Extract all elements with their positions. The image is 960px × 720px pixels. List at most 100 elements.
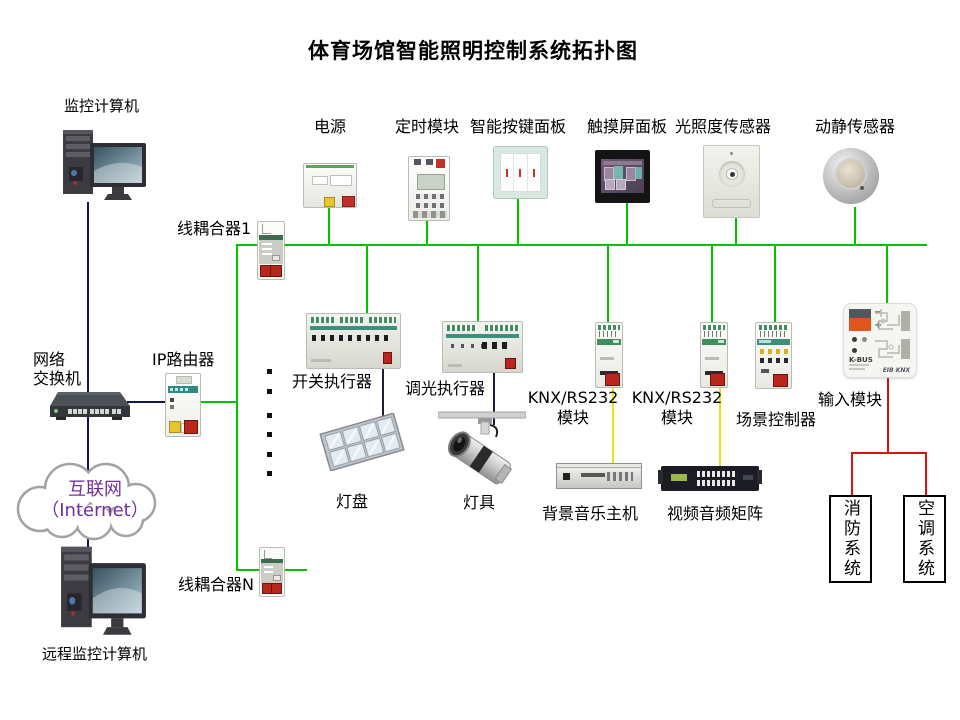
serial-line-avmatrix xyxy=(719,387,721,468)
alarm-line-input-down xyxy=(887,378,889,453)
riser-button-panel xyxy=(517,198,519,246)
label-knx2-line1: KNX/RS232 xyxy=(631,388,723,407)
line-switchact-to-lightpanel xyxy=(382,368,384,428)
router-tab xyxy=(176,376,192,384)
scene-controller-device xyxy=(755,322,792,389)
riser-motion-sensor xyxy=(854,207,856,246)
terminal-block xyxy=(369,317,396,323)
alarm-line-fire xyxy=(851,452,853,495)
router-stripe xyxy=(168,386,198,393)
coupler-red-connector xyxy=(270,265,282,277)
dimmer-detail xyxy=(451,344,491,348)
ellipsis-dot xyxy=(267,389,272,394)
label-knx1-line1: KNX/RS232 xyxy=(527,388,619,407)
motion-lens xyxy=(837,160,865,188)
drop-dimmer-actuator xyxy=(477,246,479,322)
scene-yellow-leds xyxy=(760,349,788,354)
label-network-switch-line1: 网络 xyxy=(33,350,66,369)
drop-scene-controller xyxy=(774,246,776,323)
light-fixture-image xyxy=(438,411,526,485)
matrix-button-row xyxy=(697,471,737,477)
power-red-terminal xyxy=(342,196,355,207)
remote-pc-image xyxy=(61,546,146,635)
button-panel-device xyxy=(493,146,548,199)
monitor-pc-image xyxy=(63,130,146,200)
timer-buttons-row xyxy=(416,194,444,199)
serial-line-bgm xyxy=(612,387,614,465)
label-knx2-line2: 模块 xyxy=(660,408,693,427)
sensor-slot xyxy=(712,199,751,208)
input-orange-connector xyxy=(849,318,871,331)
rocker-button xyxy=(528,154,540,191)
module-stripe xyxy=(757,339,790,345)
internet-label-en: （Internet） xyxy=(41,500,149,521)
terminal-block xyxy=(485,325,519,331)
alarm-line-split xyxy=(851,452,927,454)
input-kbus-text: K-BUS xyxy=(849,356,873,364)
label-light-sensor: 光照度传感器 xyxy=(674,117,771,136)
coupler-body xyxy=(261,563,283,583)
internet-cloud xyxy=(16,462,157,541)
label-coupler1: 线耦合器1 xyxy=(177,219,252,238)
power-label-patch xyxy=(312,176,328,185)
knx-bus-main-line xyxy=(236,244,927,246)
switch-actuator-device xyxy=(306,313,401,369)
actuator-stripe xyxy=(310,326,397,330)
matrix-detail xyxy=(743,475,753,480)
actuator-red-switch xyxy=(383,352,392,364)
label-knx-rs232-1: KNX/RS232 模块 xyxy=(513,388,633,428)
scene-detail xyxy=(761,369,769,373)
label-scene-controller: 场景控制器 xyxy=(736,410,817,429)
drop-knx-rs232-1 xyxy=(607,246,609,322)
ellipsis-dot xyxy=(267,432,272,437)
knx-line-router-to-trunk xyxy=(198,401,238,403)
ac-system-box: 空调系统 xyxy=(903,495,946,583)
line-coupler-n-device xyxy=(259,547,285,597)
touch-panel-device xyxy=(595,150,650,203)
ellipsis-dot xyxy=(267,471,272,476)
knx-rs232-module-2-device xyxy=(700,322,728,388)
label-bgm-host: 背景音乐主机 xyxy=(542,504,639,523)
input-circuit-traces xyxy=(875,309,910,359)
label-input-module: 输入模块 xyxy=(818,390,883,409)
power-yellow-terminal xyxy=(324,197,335,207)
bgm-power-button xyxy=(563,473,570,480)
module-red-connector xyxy=(710,373,725,386)
timer-module-device xyxy=(408,156,450,221)
coupler-body xyxy=(259,240,283,264)
coupler-red-connector xyxy=(271,583,282,594)
label-knx1-line2: 模块 xyxy=(556,408,589,427)
av-matrix-device xyxy=(658,466,762,491)
terminal-pins xyxy=(599,331,619,337)
bgm-buttons xyxy=(607,472,633,481)
drop-switch-actuator xyxy=(366,246,368,315)
sensor-eye-outer xyxy=(718,161,745,187)
input-eib-knx-text: EIB KNX xyxy=(882,367,910,374)
line-coupler-1-device xyxy=(257,221,285,280)
ellipsis-dot xyxy=(267,413,272,418)
input-small-text xyxy=(849,368,865,370)
label-ip-router: IP路由器 xyxy=(152,350,215,369)
router-led xyxy=(170,405,174,409)
ellipsis-dot xyxy=(267,369,272,374)
label-touch-panel: 触摸屏面板 xyxy=(586,117,667,136)
router-yellow-port xyxy=(169,421,181,433)
terminal-pins xyxy=(704,331,724,337)
module-stripe xyxy=(597,339,621,345)
power-supply-device xyxy=(303,163,357,208)
actuator-detail xyxy=(448,364,462,367)
router-red-connector xyxy=(184,420,198,434)
input-led xyxy=(852,348,857,353)
matrix-ear xyxy=(757,470,762,484)
network-line-pc-to-switch xyxy=(87,202,89,558)
riser-power xyxy=(328,207,330,246)
module-label xyxy=(705,357,719,360)
label-motion-sensor: 动静传感器 xyxy=(814,117,895,136)
fire-system-box: 消防系统 xyxy=(829,495,872,583)
dimmer-actuator-device xyxy=(442,321,523,373)
label-power: 电源 xyxy=(313,117,346,136)
terminal-block xyxy=(759,325,788,330)
power-green-stripe xyxy=(306,165,354,168)
label-coupler-n: 线耦合器N xyxy=(178,575,254,594)
